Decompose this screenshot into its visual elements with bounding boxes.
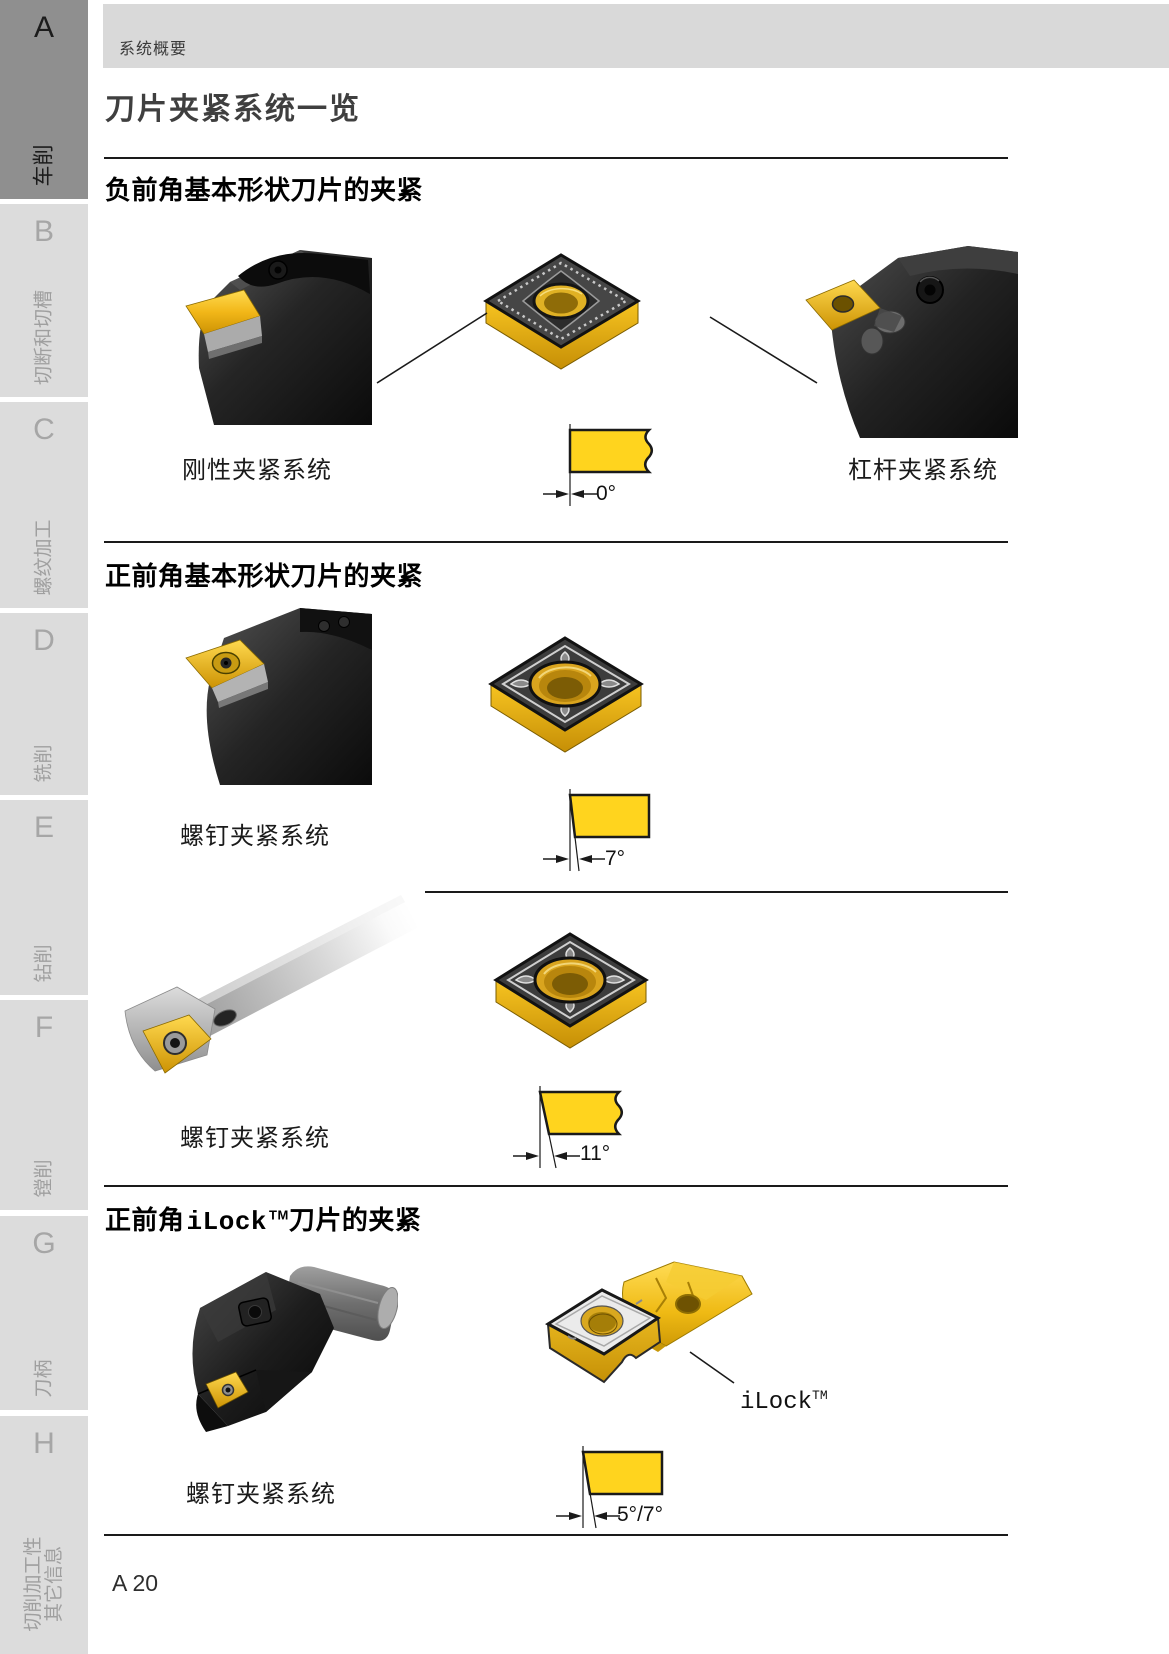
- cnmg-insert-image: [483, 253, 641, 370]
- tab-label: 刀柄: [33, 1359, 55, 1398]
- lever-clamp-label: 杠杆夹紧系统: [848, 458, 998, 484]
- ccmt-insert-image: [488, 636, 644, 753]
- angle-diagram-5-7deg: [556, 1446, 664, 1529]
- screw-clamp-tool-image: [185, 608, 372, 785]
- tab-label: 铣削: [33, 744, 55, 783]
- section-divider: [104, 157, 1008, 159]
- page-title: 刀片夹紧系统一览: [105, 93, 361, 126]
- ilock-callout: iLockTM: [740, 1388, 828, 1416]
- screw-clamp-label-1: 螺钉夹紧系统: [180, 824, 330, 850]
- sub-divider: [425, 891, 1008, 893]
- section-divider: [104, 1185, 1008, 1187]
- capto-tool-image: [192, 1266, 398, 1432]
- tab-letter: C: [33, 413, 55, 446]
- header-band: [103, 4, 1169, 68]
- tab-label: 车削: [32, 144, 56, 187]
- tab-label: 切削加工性其它信息: [23, 1536, 65, 1631]
- angle-diagram-0deg: [543, 424, 653, 506]
- tab-label: 钻削: [33, 944, 55, 983]
- tab-letter: H: [33, 1427, 55, 1460]
- rigid-clamp-tool-image: [185, 250, 372, 425]
- screw-clamp-label-3: 螺钉夹紧系统: [186, 1482, 336, 1508]
- section-heading-positive: 正前角基本形状刀片的夹紧: [105, 561, 424, 591]
- screw-clamp-label-2: 螺钉夹紧系统: [180, 1126, 330, 1152]
- sidebar-tab-drilling[interactable]: E 钻削: [0, 800, 88, 995]
- lever-clamp-tool-image: [805, 246, 1018, 438]
- angle-diagram-7deg: [543, 789, 651, 872]
- section-heading-negative: 负前角基本形状刀片的夹紧: [105, 175, 424, 205]
- heading-tm: TM: [269, 1207, 289, 1223]
- header-section-label: 系统概要: [119, 41, 188, 58]
- tab-letter: B: [33, 215, 54, 248]
- boring-bar-tool-image: [124, 895, 419, 1074]
- ccmt-insert-image: [493, 932, 649, 1049]
- angle-label-0deg: 0°: [596, 482, 617, 505]
- tab-label: 镗削: [33, 1159, 55, 1198]
- heading-brand: iLock: [186, 1207, 268, 1237]
- tab-letter: A: [33, 11, 54, 44]
- page-number: A 20: [112, 1570, 159, 1596]
- ilock-callout-brand: iLock: [740, 1389, 813, 1416]
- footer-divider: [104, 1534, 1008, 1536]
- tab-letter: F: [34, 1011, 54, 1044]
- tab-label-line2: 其它信息: [44, 1545, 65, 1623]
- tab-letter: G: [32, 1227, 56, 1260]
- section-divider: [104, 541, 1008, 543]
- sidebar-tab-milling[interactable]: D 铣削: [0, 613, 88, 795]
- sidebar-tab-threading[interactable]: C 螺纹加工: [0, 402, 88, 608]
- tab-letter: D: [33, 624, 55, 657]
- angle-diagram-11deg: [513, 1086, 623, 1169]
- tab-label-line1: 切削加工性: [23, 1536, 44, 1632]
- heading-prefix: 正前角: [105, 1205, 185, 1235]
- tab-label: 切断和切槽: [33, 289, 55, 386]
- sidebar-tab-machinability-info[interactable]: H 切削加工性其它信息: [0, 1416, 88, 1654]
- heading-suffix: 刀片的夹紧: [288, 1205, 422, 1235]
- sidebar-tab-boring[interactable]: F 镗削: [0, 1000, 88, 1210]
- sidebar-tab-turning[interactable]: A 车削: [0, 0, 88, 199]
- angle-label-7deg: 7°: [605, 847, 626, 870]
- angle-label-5-7deg: 5°/7°: [617, 1503, 663, 1526]
- sidebar-tab-toolholding[interactable]: G 刀柄: [0, 1216, 88, 1410]
- leader-lines: [376, 312, 818, 384]
- angle-label-11deg: 11°: [580, 1142, 611, 1165]
- rigid-clamp-label: 刚性夹紧系统: [182, 458, 332, 484]
- tab-letter: E: [33, 811, 54, 844]
- ilock-insert-image: [545, 1261, 753, 1384]
- ilock-callout-tm: TM: [812, 1388, 828, 1403]
- sidebar-tab-parting-grooving[interactable]: B 切断和切槽: [0, 204, 88, 397]
- tab-label: 螺纹加工: [33, 519, 55, 596]
